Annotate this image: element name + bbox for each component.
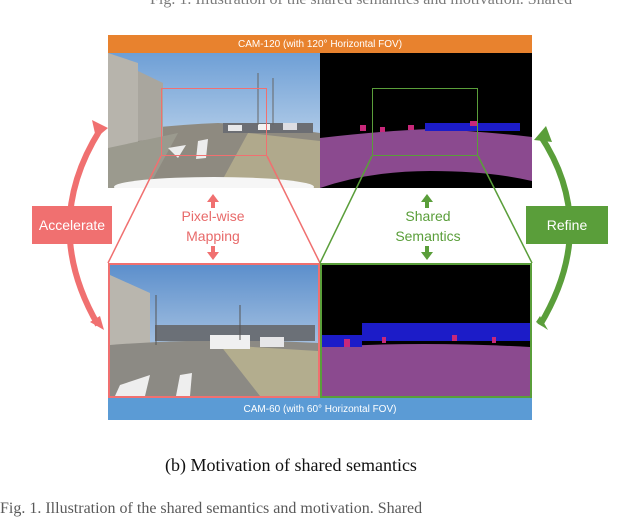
top-right-focus-box <box>372 88 478 156</box>
cam60-label: CAM-60 (with 60° Horizontal FOV) <box>243 403 397 415</box>
cam120-bar: CAM-120 (with 120° Horizontal FOV) <box>108 35 532 53</box>
shared-semantics-label: Shared Semantics <box>378 206 478 246</box>
accelerate-text: Accelerate <box>38 217 106 233</box>
pixel-wise-mapping-label: Pixel-wise Mapping <box>163 206 263 246</box>
refine-label: Refine <box>526 206 608 244</box>
semantics-text: Semantics <box>395 228 461 244</box>
mapping-text: Mapping <box>186 228 240 244</box>
top-left-focus-box <box>161 88 267 156</box>
cam60-segmentation <box>320 263 532 398</box>
cam120-segmentation <box>320 53 532 188</box>
top-cut-text: Fig. 1. Illustration of the shared seman… <box>150 0 572 9</box>
refine-text: Refine <box>546 217 588 233</box>
bottom-cut-text: Fig. 1. Illustration of the shared seman… <box>0 500 423 517</box>
pixel-wise-text: Pixel-wise <box>181 208 245 224</box>
figure-caption: (b) Motivation of shared semantics <box>165 455 417 475</box>
cam120-label: CAM-120 (with 120° Horizontal FOV) <box>237 38 403 50</box>
cam60-rgb-image <box>108 263 320 398</box>
accelerate-label: Accelerate <box>32 206 112 244</box>
shared-text: Shared <box>405 208 451 224</box>
cam60-bar: CAM-60 (with 60° Horizontal FOV) <box>108 398 532 420</box>
